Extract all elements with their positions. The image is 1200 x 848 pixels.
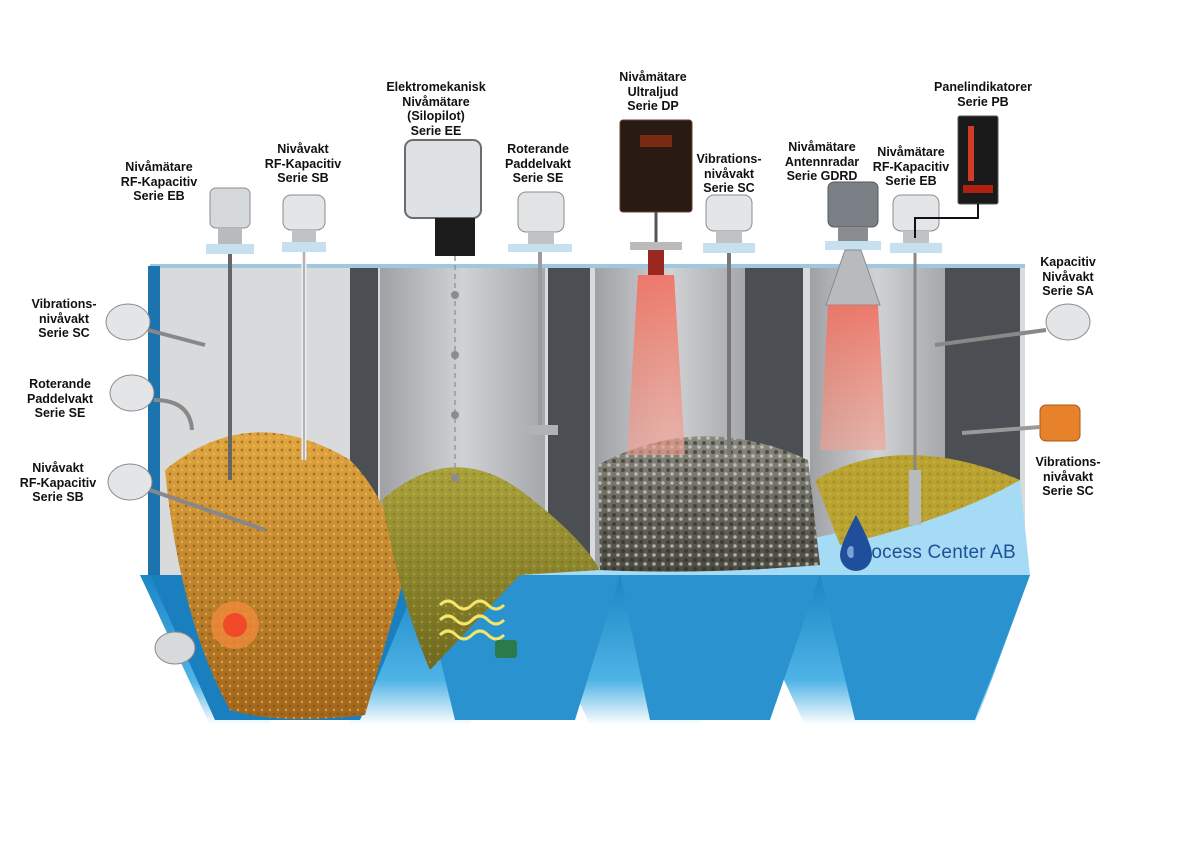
sensor-ee: [404, 139, 482, 482]
sensor-dp: [619, 119, 693, 455]
label-eb-top-right: Nivåmätare RF-Kapacitiv Serie EB: [872, 145, 950, 188]
label-dp: Nivåmätare Ultraljud Serie DP: [619, 70, 687, 113]
label-gdrd: Nivåmätare Antennradar Serie GDRD: [784, 140, 860, 183]
label-se-left: Roterande Paddelvakt Serie SE: [26, 377, 94, 420]
sensor-eb-left: [206, 187, 254, 480]
label-pb: Panelindikatorer Serie PB: [934, 80, 1032, 109]
label-sc-left: Vibrations- nivåvakt Serie SC: [31, 297, 97, 340]
label-sa-right: Kapacitiv Nivåvakt Serie SA: [1040, 255, 1096, 298]
side-sensor-sa-right: [934, 303, 1091, 347]
label-sb-top: Nivåvakt RF-Kapacitiv Serie SB: [264, 142, 342, 185]
side-sensor-se-left: [109, 374, 194, 431]
panel-indicator-pb: [914, 115, 999, 238]
label-sc-top: Vibrations- nivåvakt Serie SC: [696, 152, 762, 195]
label-eb-top-left: Nivåmätare RF-Kapacitiv Serie EB: [120, 160, 198, 203]
ultrasonic-beam: [627, 275, 685, 455]
label-sc-right: Vibrations- nivåvakt Serie SC: [1035, 455, 1101, 498]
sensor-gdrd: [820, 181, 886, 450]
sensor-se-top: [508, 191, 572, 435]
sensor-sc-top: [703, 194, 755, 455]
side-sensor-sb-left: [107, 463, 266, 532]
radar-beam: [820, 305, 886, 450]
side-sensor-sc-right: [961, 404, 1081, 442]
wave-sensor: [438, 599, 517, 658]
side-sensor-burst: [154, 601, 259, 665]
process-center-logo-drop: [840, 515, 872, 571]
label-se-top: Roterande Paddelvakt Serie SE: [504, 142, 572, 185]
logo-text: Process Center AB: [852, 542, 1016, 563]
label-sb-left: Nivåvakt RF-Kapacitiv Serie SB: [19, 461, 97, 504]
sensor-sb-top: [282, 194, 326, 460]
side-sensor-sc-left: [105, 303, 206, 347]
label-ee: Elektromekanisk Nivåmätare (Silopilot) S…: [386, 80, 486, 138]
